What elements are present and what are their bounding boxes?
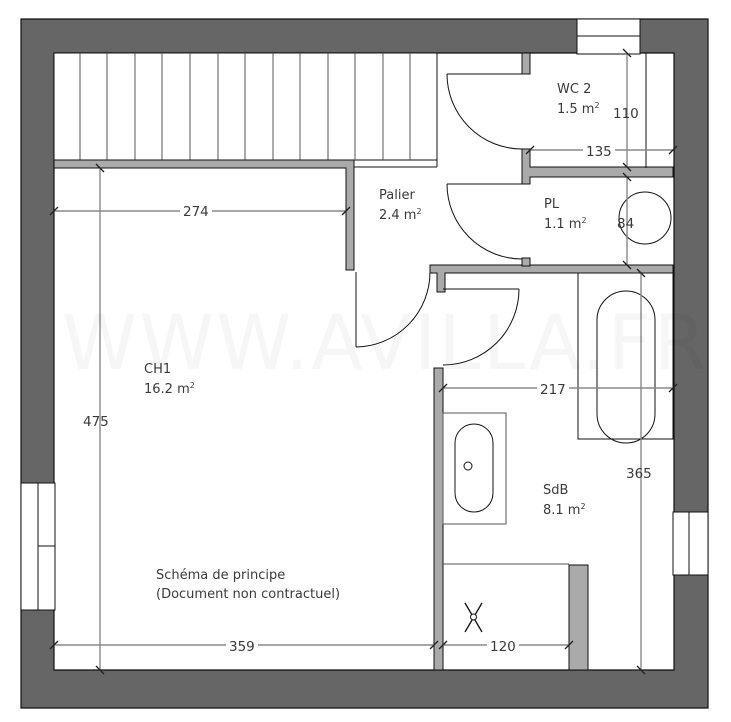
dimension-sdb-height: 365 <box>626 466 652 482</box>
dimension-wc2-width: 135 <box>583 144 615 160</box>
room-label-sdb: SdB 8.1 m2 <box>543 483 586 519</box>
dimension-ch1-height: 475 <box>83 414 109 430</box>
room-area: 1.1 m2 <box>544 216 587 232</box>
window-top <box>576 18 641 55</box>
room-label-pl: PL 1.1 m2 <box>544 197 587 233</box>
room-label-wc2: WC 2 1.5 m2 <box>557 82 600 118</box>
window-left <box>20 482 56 611</box>
dimension-ch1-width-bottom: 359 <box>226 639 258 655</box>
dimension-lines <box>54 53 673 670</box>
room-name: WC 2 <box>557 82 592 97</box>
staircase <box>53 52 438 168</box>
room-label-ch1: CH1 16.2 m2 <box>144 362 195 398</box>
room-name: SdB <box>543 483 569 498</box>
note-line-2: (Document non contractuel) <box>156 587 341 602</box>
dimension-pl-height: 84 <box>617 216 635 232</box>
room-name: PL <box>544 197 560 212</box>
exterior-walls <box>20 18 709 709</box>
disclaimer-note: Schéma de principe (Document non contrac… <box>156 566 340 604</box>
note-line-1: Schéma de principe <box>156 568 286 583</box>
fixtures <box>442 53 674 633</box>
room-area: 2.4 m2 <box>379 207 422 223</box>
dimension-sdb-width: 217 <box>537 382 569 398</box>
room-name: Palier <box>379 188 415 203</box>
dimension-shower-width: 120 <box>487 639 519 655</box>
room-area: 1.5 m2 <box>557 101 600 117</box>
room-name: CH1 <box>144 362 172 377</box>
dimension-wc2-height: 110 <box>613 106 639 122</box>
dimension-ch1-width-top: 274 <box>180 204 212 220</box>
room-area: 16.2 m2 <box>144 381 195 397</box>
room-label-palier: Palier 2.4 m2 <box>379 188 422 224</box>
dimension-ticks <box>49 48 678 675</box>
window-right <box>672 511 709 576</box>
room-area: 8.1 m2 <box>543 502 586 518</box>
doors <box>355 73 523 366</box>
